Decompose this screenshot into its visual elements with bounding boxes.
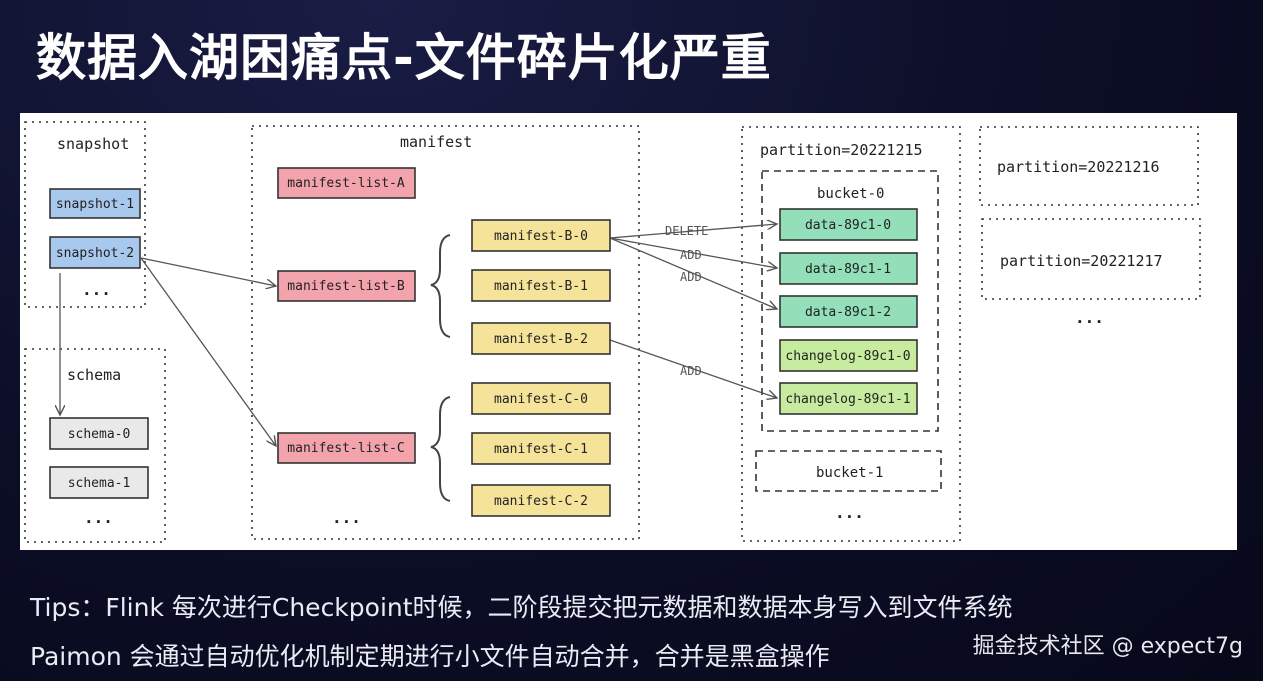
manifest-list-b-label: manifest-list-B: [287, 279, 405, 294]
schema-0-box: [49, 417, 149, 450]
edge-label-add-2: ADD: [680, 270, 702, 284]
data-89c1-1-box: [779, 252, 918, 285]
arrow-snapshot2-to-listC: [140, 257, 276, 446]
data-89c1-1-label: data-89c1-1: [805, 262, 891, 277]
arrow-snapshot2-to-listB: [140, 257, 276, 286]
bucket-1-group: [755, 450, 942, 492]
data-89c1-2-label: data-89c1-2: [805, 305, 891, 320]
schema-0-label: schema-0: [68, 427, 131, 442]
partition-20221217-group: [981, 218, 1201, 300]
manifest-b2-label: manifest-B-2: [494, 332, 588, 347]
schema-ellipsis: ...: [84, 508, 113, 527]
manifest-c1-label: manifest-C-1: [494, 442, 588, 457]
bucket-1-label: bucket-1: [816, 465, 883, 481]
partitions-ellipsis: ...: [1075, 308, 1104, 327]
manifest-group-label: manifest: [400, 133, 472, 151]
diagram-panel: snapshot schema manifest partition=20221…: [20, 113, 1237, 550]
schema-group-label: schema: [67, 366, 121, 384]
partition-20221217-label: partition=20221217: [1000, 252, 1163, 270]
manifest-b2-box: [471, 322, 611, 355]
arrow-B0-to-data1: [609, 237, 777, 268]
bucket-0-group: [761, 170, 939, 432]
changelog-89c1-0-label: changelog-89c1-0: [785, 349, 910, 364]
manifest-list-a-box: [277, 167, 416, 199]
manifest-b-brace: [430, 234, 451, 338]
arrow-B0-to-data0: [609, 224, 777, 239]
partition-20221215-label: partition=20221215: [760, 141, 923, 159]
partition-20221216-group: [979, 126, 1199, 206]
snapshot-2-box: [49, 236, 141, 269]
partition-1215-ellipsis: ...: [835, 503, 864, 522]
manifest-c1-box: [471, 432, 611, 465]
schema-1-box: [49, 466, 149, 499]
arrow-B0-to-data2: [609, 237, 777, 309]
changelog-89c1-0-box: [779, 339, 918, 372]
manifest-list-a-label: manifest-list-A: [287, 176, 405, 191]
manifest-list-b-box: [277, 270, 416, 302]
manifest-list-c-label: manifest-list-C: [287, 441, 404, 456]
manifest-c0-label: manifest-C-0: [494, 392, 588, 407]
tips-line-1: Tips：Flink 每次进行Checkpoint时候，二阶段提交把元数据和数据…: [30, 593, 1013, 622]
bucket-0-label: bucket-0: [817, 186, 884, 202]
tips-line-2: Paimon 会通过自动优化机制定期进行小文件自动合并，合并是黑盒操作: [30, 642, 830, 671]
architecture-diagram: snapshot schema manifest partition=20221…: [24, 121, 1201, 543]
manifest-c2-label: manifest-C-2: [494, 494, 588, 509]
partition-20221215-group: [741, 126, 961, 542]
data-89c1-2-box: [779, 295, 918, 328]
changelog-89c1-1-label: changelog-89c1-1: [785, 392, 910, 407]
changelog-89c1-1-box: [779, 382, 918, 415]
manifest-c2-box: [471, 484, 611, 517]
snapshot-group-label: snapshot: [57, 135, 129, 153]
snapshot-group: [24, 121, 146, 308]
manifest-b0-box: [471, 219, 611, 252]
data-89c1-0-label: data-89c1-0: [805, 218, 891, 233]
schema-1-label: schema-1: [68, 476, 131, 491]
manifest-b0-label: manifest-B-0: [494, 229, 588, 244]
manifest-list-c-box: [277, 432, 416, 464]
manifest-group: [251, 125, 640, 540]
data-89c1-0-box: [779, 208, 918, 241]
partition-20221216-label: partition=20221216: [997, 158, 1160, 176]
snapshot-ellipsis: ...: [82, 280, 111, 299]
page-title: 数据入湖困痛点-文件碎片化严重: [36, 29, 772, 87]
schema-group: [24, 348, 166, 543]
edge-label-add-1: ADD: [680, 248, 702, 262]
manifest-c-brace: [430, 396, 451, 502]
manifest-b1-box: [471, 269, 611, 302]
edge-label-add-3: ADD: [680, 364, 702, 378]
snapshot-1-box: [49, 188, 141, 219]
manifest-b1-label: manifest-B-1: [494, 279, 588, 294]
snapshot-1-label: snapshot-1: [56, 197, 134, 212]
snapshot-2-label: snapshot-2: [56, 246, 134, 261]
manifest-ellipsis: ...: [332, 508, 361, 527]
manifest-c0-box: [471, 382, 611, 415]
watermark: 掘金技术社区 @ expect7g: [972, 634, 1243, 659]
edge-label-delete: DELETE: [665, 224, 708, 238]
arrow-B2-to-changelog1: [609, 339, 777, 398]
